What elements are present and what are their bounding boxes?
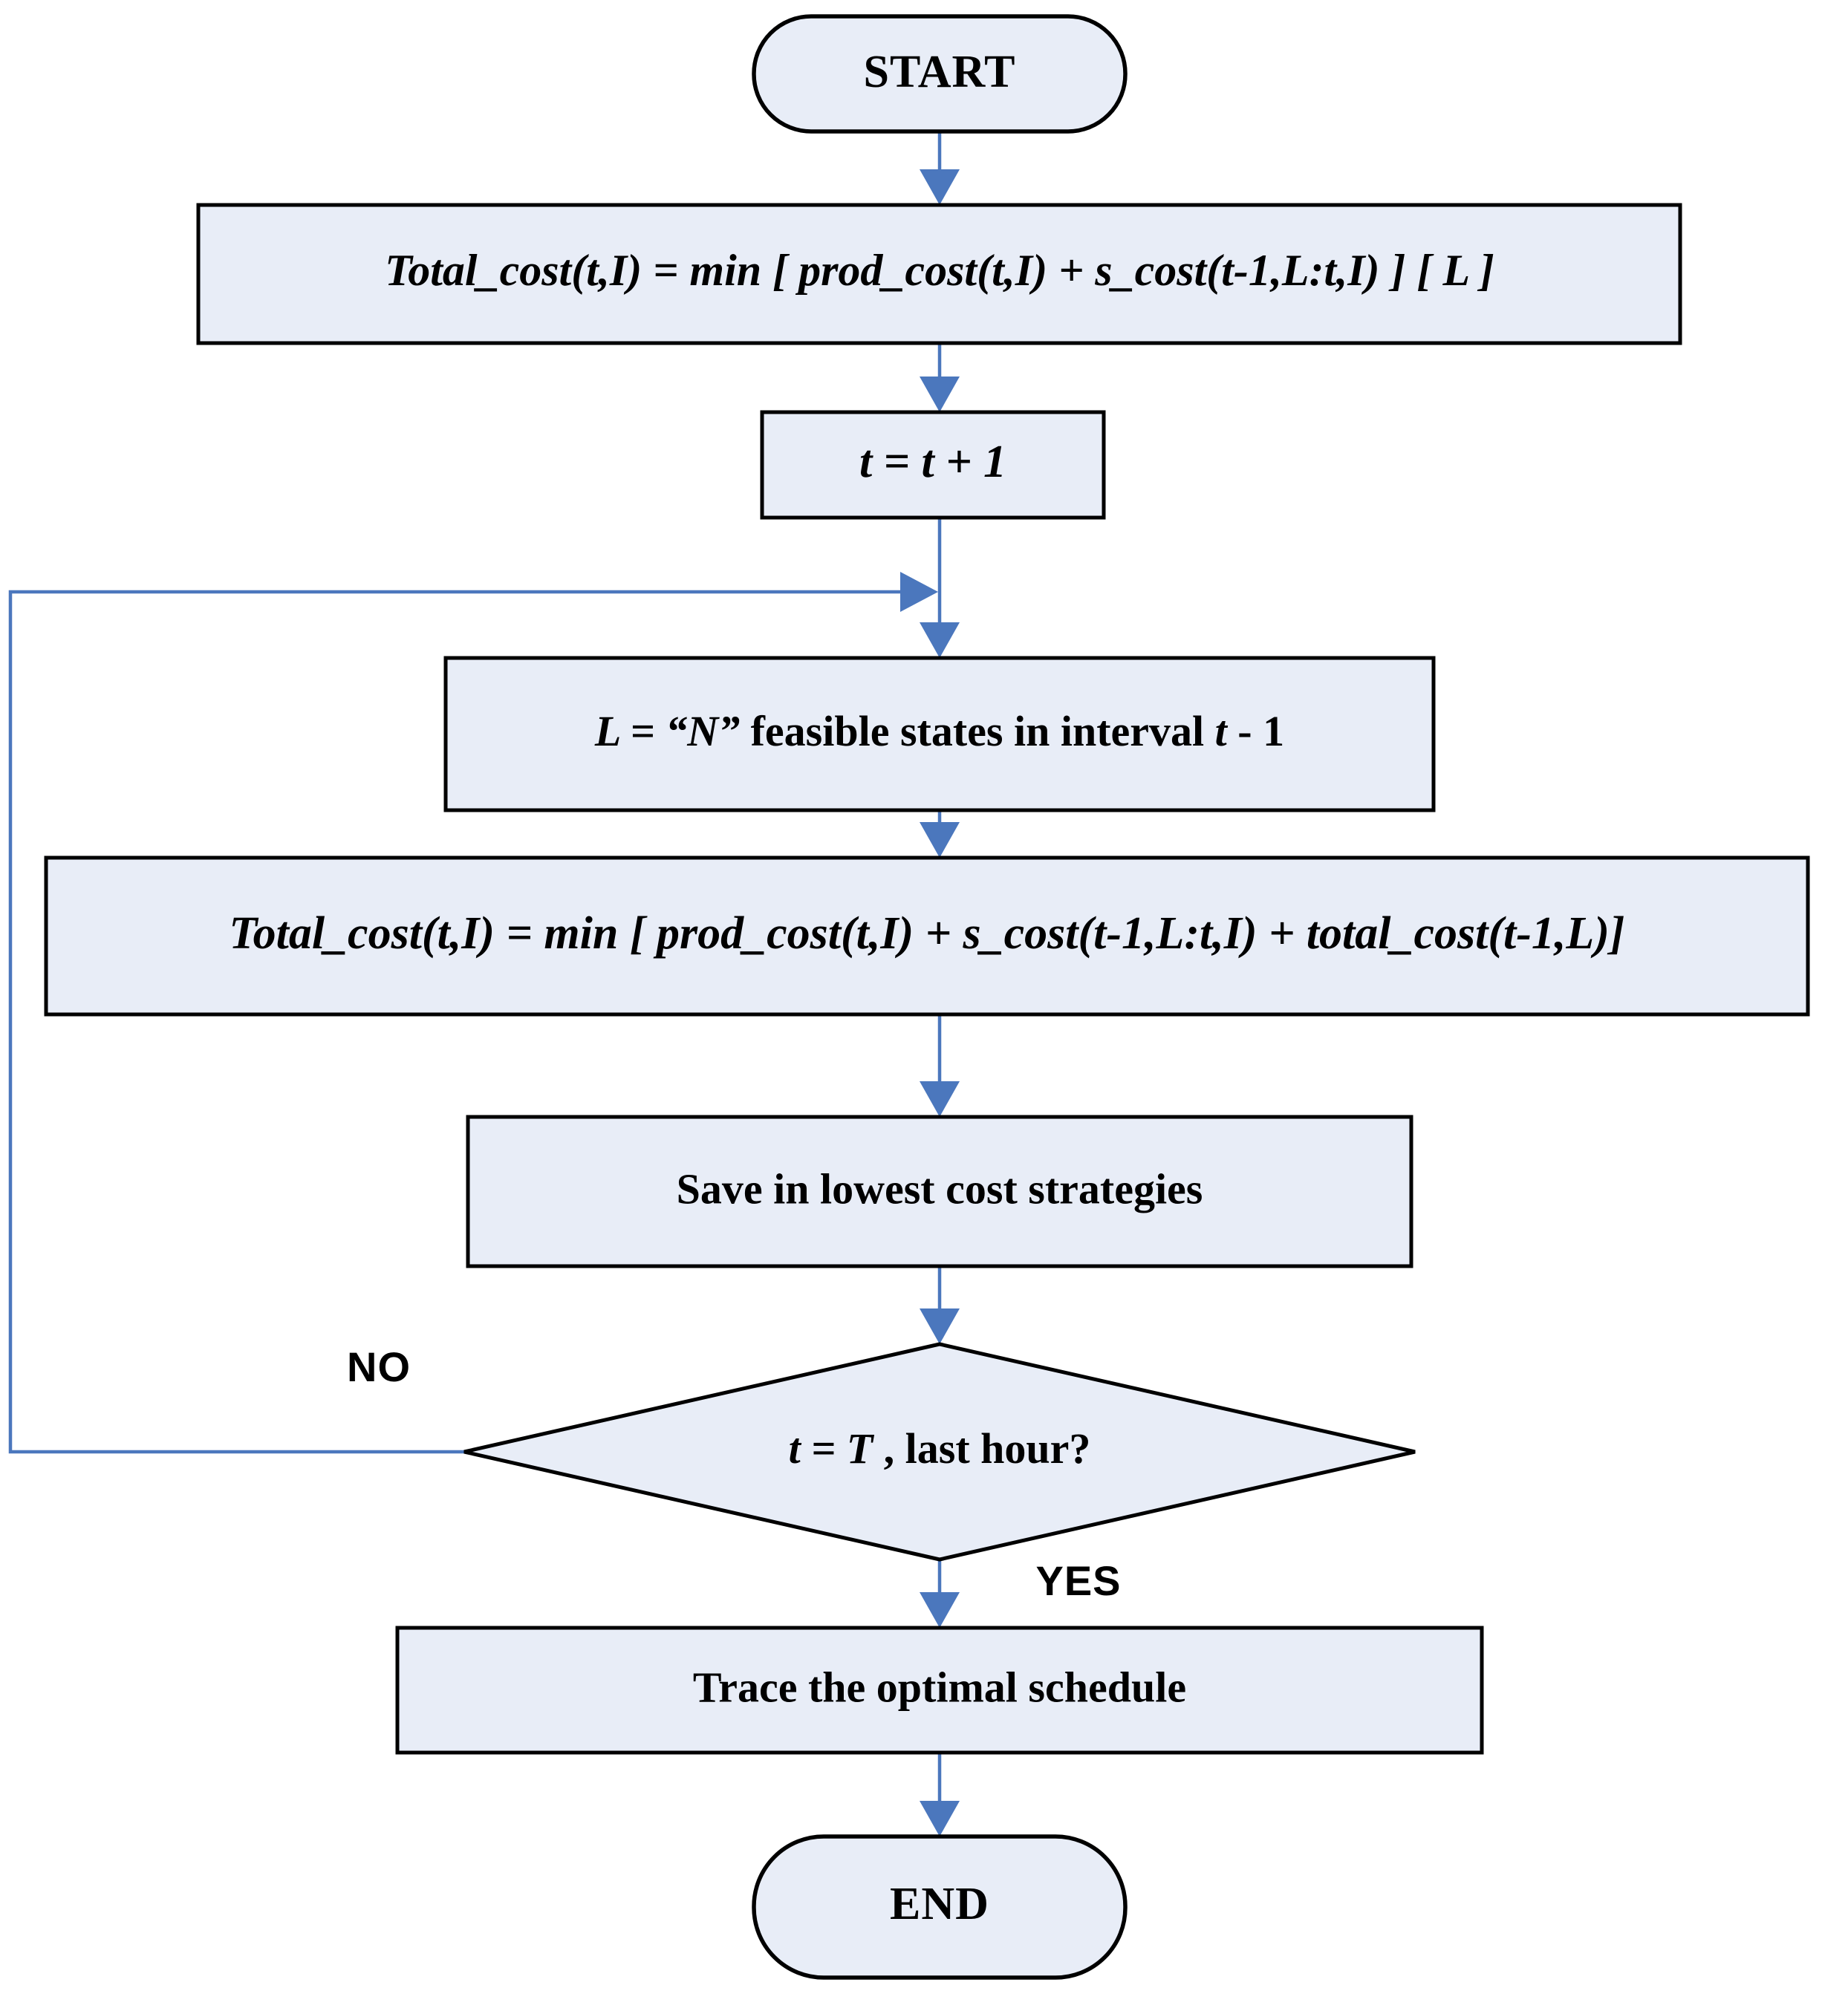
decision-label: t = T , last hour? [789,1424,1091,1473]
feasible-states-part-1: L = “N” [594,707,751,755]
branch-label-no: NO [347,1343,411,1390]
connector-layer [8,131,960,1836]
end-label: END [890,1879,989,1929]
node-start[interactable]: START [752,14,1128,134]
save-label: Save in lowest cost strategies [677,1164,1203,1213]
trace-shape [395,1626,1484,1755]
edge-init-cost-to-increment [920,343,960,412]
node-trace[interactable]: Trace the optimal schedule [395,1626,1484,1755]
edge-trace-to-end [920,1753,960,1836]
feasible-states-part-3: t [1215,707,1229,755]
end-shape [752,1834,1128,1980]
branch-label-yes: YES [1035,1557,1121,1604]
decision-part-1: t = T [789,1424,875,1473]
decision-shape [463,1342,1416,1562]
node-save[interactable]: Save in lowest cost strategies [466,1115,1413,1268]
edge-decision-yes-to-trace [920,1559,960,1628]
edge-no-feedback-loop [8,572,938,1454]
edge-increment-to-feasible-states [920,518,960,658]
save-shape [466,1115,1413,1268]
edge-recursion-to-save [920,1014,960,1117]
increment-label: t = t + 1 [859,437,1006,487]
feasible-states-part-2: feasible states in interval [751,707,1215,755]
node-end[interactable]: END [752,1834,1128,1980]
recursion-label: Total_cost(t,I) = min [ prod_cost(t,I) +… [229,908,1624,959]
node-decision[interactable]: t = T , last hour? [463,1342,1416,1562]
init-cost-label: Total_cost(t,I) = min [ prod_cost(t,I) +… [385,246,1494,295]
decision-part-2: , last hour? [873,1424,1090,1473]
increment-shape [760,410,1106,520]
start-shape [752,14,1128,134]
edge-start-to-init-cost [920,131,960,205]
feasible-states-part-4: - 1 [1227,707,1284,755]
edge-save-to-decision [920,1266,960,1344]
feasible-states-label: L = “N” feasible states in interval t - … [594,707,1284,755]
node-feasible-states[interactable]: L = “N” feasible states in interval t - … [443,656,1436,812]
edge-feasible-states-to-recursion [920,810,960,858]
node-recursion[interactable]: Total_cost(t,I) = min [ prod_cost(t,I) +… [44,855,1810,1017]
init-cost-shape [196,203,1682,345]
start-label: START [864,47,1016,97]
recursion-shape [44,855,1810,1017]
node-init-cost[interactable]: Total_cost(t,I) = min [ prod_cost(t,I) +… [196,203,1682,345]
node-increment[interactable]: t = t + 1 [760,410,1106,520]
feasible-states-shape [443,656,1436,812]
trace-label: Trace the optimal schedule [693,1663,1186,1711]
